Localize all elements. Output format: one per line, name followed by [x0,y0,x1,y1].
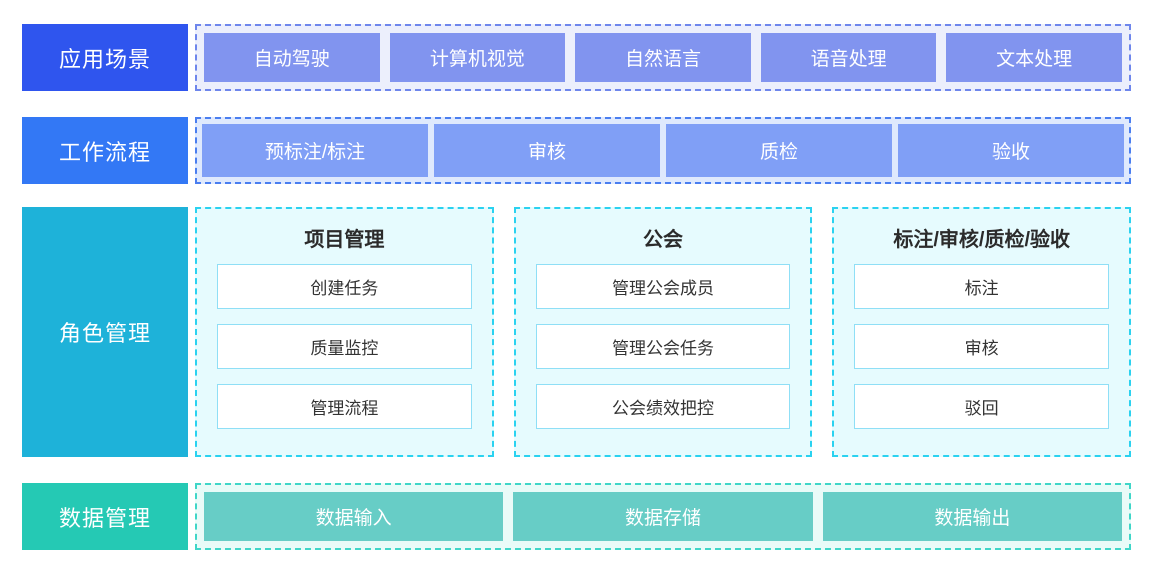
workflow-chip-quality-check[interactable]: 质检 [666,124,892,177]
role-card-guild: 公会 管理公会成员 管理公会任务 公会绩效把控 [513,207,813,457]
row-body-workflow: 预标注/标注 审核 质检 验收 [195,117,1131,184]
role-item-reject[interactable]: 驳回 [854,384,1110,429]
role-item-manage-guild-members[interactable]: 管理公会成员 [535,264,791,309]
role-item-review[interactable]: 审核 [854,324,1110,369]
row-application-scenarios: 应用场景 自动驾驶 计算机视觉 自然语言 语音处理 文本处理 [22,24,1131,91]
row-label-application-scenarios: 应用场景 [22,24,188,91]
row-body-application-scenarios: 自动驾驶 计算机视觉 自然语言 语音处理 文本处理 [195,24,1131,91]
data-chip-data-storage[interactable]: 数据存储 [513,492,813,541]
role-card-project-management: 项目管理 创建任务 质量监控 管理流程 [195,207,494,457]
workflow-chip-pre-annotation[interactable]: 预标注/标注 [202,124,428,177]
role-item-guild-performance-control[interactable]: 公会绩效把控 [535,384,791,429]
workflow-chip-acceptance[interactable]: 验收 [898,124,1124,177]
scenario-chip-natural-language[interactable]: 自然语言 [575,33,751,82]
scenario-chip-speech-processing[interactable]: 语音处理 [760,33,937,82]
row-label-data-management: 数据管理 [22,483,188,550]
data-chip-data-input[interactable]: 数据输入 [204,492,504,541]
role-item-annotate[interactable]: 标注 [854,264,1110,309]
scenario-chip-text-processing[interactable]: 文本处理 [946,33,1122,82]
role-card-annotation-review-qc-acceptance: 标注/审核/质检/验收 标注 审核 驳回 [832,207,1132,457]
role-item-manage-guild-tasks[interactable]: 管理公会任务 [535,324,791,369]
role-card-title-project-management: 项目管理 [304,229,385,251]
scenario-chip-autonomous-driving[interactable]: 自动驾驶 [204,33,380,82]
row-label-role-management: 角色管理 [22,207,188,457]
row-label-workflow: 工作流程 [22,117,188,184]
row-role-management: 角色管理 项目管理 创建任务 质量监控 管理流程 公会 管理公会成员 管理公会任… [22,207,1132,457]
role-item-manage-process[interactable]: 管理流程 [217,384,472,429]
role-item-create-task[interactable]: 创建任务 [217,264,472,309]
role-item-quality-monitoring[interactable]: 质量监控 [217,324,472,369]
data-chip-data-output[interactable]: 数据输出 [822,492,1122,541]
row-body-role-management: 项目管理 创建任务 质量监控 管理流程 公会 管理公会成员 管理公会任务 公会绩… [195,207,1132,457]
scenario-chip-computer-vision[interactable]: 计算机视觉 [389,33,566,82]
row-data-management: 数据管理 数据输入 数据存储 数据输出 [22,483,1131,550]
row-body-data-management: 数据输入 数据存储 数据输出 [195,483,1131,550]
role-card-title-annotation-review-qc-acceptance: 标注/审核/质检/验收 [893,229,1071,251]
row-workflow: 工作流程 预标注/标注 审核 质检 验收 [22,117,1131,184]
workflow-chip-review[interactable]: 审核 [434,124,660,177]
role-card-title-guild: 公会 [643,229,683,251]
